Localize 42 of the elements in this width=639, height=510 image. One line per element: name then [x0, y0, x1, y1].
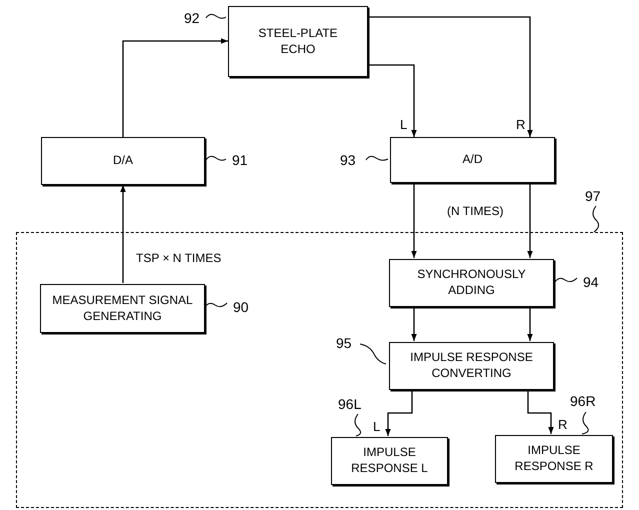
process-box: [228, 6, 368, 77]
box-label: D/A: [112, 153, 133, 169]
box-label: A/D: [462, 152, 482, 168]
arrow: [368, 64, 417, 137]
note-text: (N TIMES): [447, 205, 504, 217]
box-label: MEASUREMENT SIGNAL GENERATING: [51, 292, 194, 324]
process-box: [495, 435, 613, 483]
reference-number: 93: [340, 153, 356, 167]
process-box: [390, 137, 555, 183]
reference-number: 94: [583, 275, 599, 289]
reference-number: 96R: [570, 394, 596, 408]
reference-number: 95: [336, 336, 352, 350]
arrow: [411, 183, 417, 258]
process-box: [40, 284, 205, 333]
box-label: IMPULSE RESPONSE L: [350, 445, 429, 477]
edge-label: L: [399, 118, 408, 131]
dashed-group-frame: [16, 232, 623, 508]
box-label: SYNCHRONOUSLY ADDING: [416, 267, 527, 299]
arrow: [527, 306, 533, 341]
reference-number: 90: [233, 300, 249, 314]
reference-number: 96L: [338, 397, 362, 411]
arrow: [120, 185, 126, 283]
edge-label: R: [515, 118, 526, 131]
process-box: [389, 259, 554, 307]
arrow: [527, 183, 533, 258]
arrow: [122, 38, 228, 137]
arrow: [411, 306, 417, 341]
edge-label: R: [557, 418, 568, 431]
process-box: [389, 342, 554, 390]
process-box: [331, 437, 448, 485]
arrow: [527, 389, 554, 434]
edge-label: TSP × N TIMES: [135, 252, 222, 264]
arrow: [368, 16, 533, 137]
box-label: IMPULSE RESPONSE R: [514, 443, 594, 475]
box-label: STEEL-PLATE ECHO: [257, 26, 339, 58]
process-box: [41, 137, 205, 185]
reference-number: 92: [184, 11, 200, 25]
edge-label: L: [372, 420, 382, 433]
box-label: IMPULSE RESPONSE CONVERTING: [409, 350, 534, 382]
reference-number: 91: [232, 153, 248, 167]
arrow: [385, 389, 413, 436]
reference-number: 97: [585, 189, 601, 203]
